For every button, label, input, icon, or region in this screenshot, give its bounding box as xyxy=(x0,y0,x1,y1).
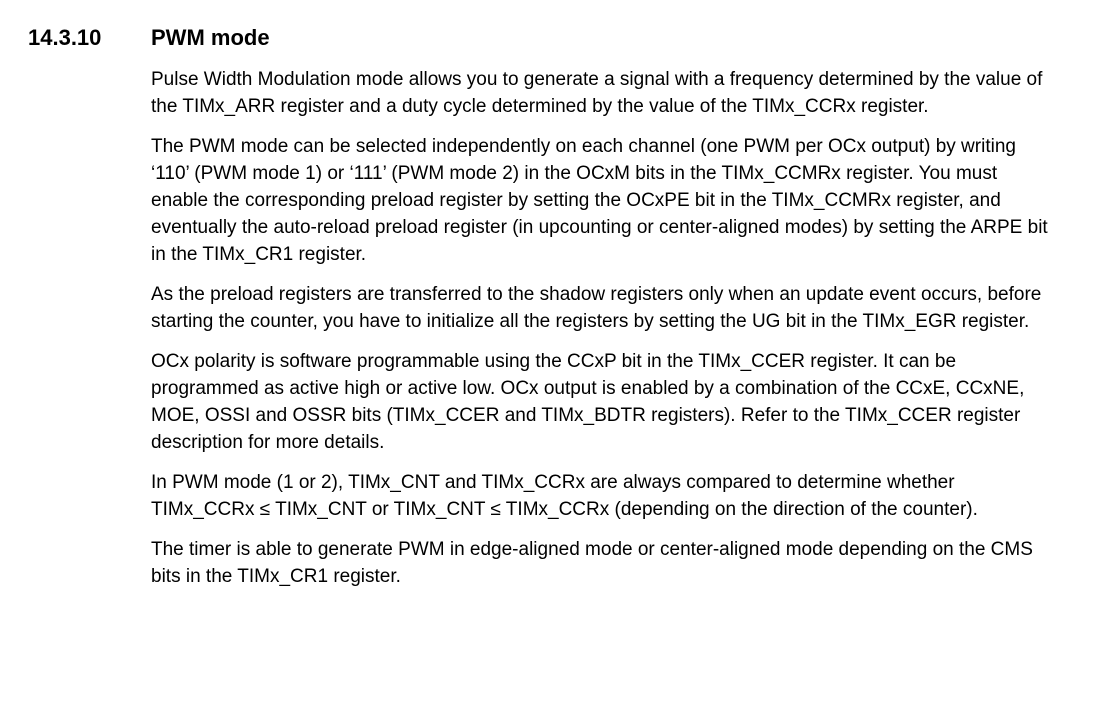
paragraph: OCx polarity is software programmable us… xyxy=(151,351,1025,453)
paragraph: The PWM mode can be selected independent… xyxy=(151,136,1048,265)
paragraph: Pulse Width Modulation mode allows you t… xyxy=(151,69,1043,117)
paragraph: The timer is able to generate PWM in edg… xyxy=(151,539,1033,587)
paragraph: As the preload registers are transferred… xyxy=(151,284,1042,332)
paragraph: In PWM mode (1 or 2), TIMx_CNT and TIMx_… xyxy=(151,472,978,520)
section-body: Pulse Width Modulation mode allows you t… xyxy=(151,66,1052,603)
page-title: PWM mode xyxy=(151,25,270,50)
section-number: 14.3.10 xyxy=(28,25,102,50)
